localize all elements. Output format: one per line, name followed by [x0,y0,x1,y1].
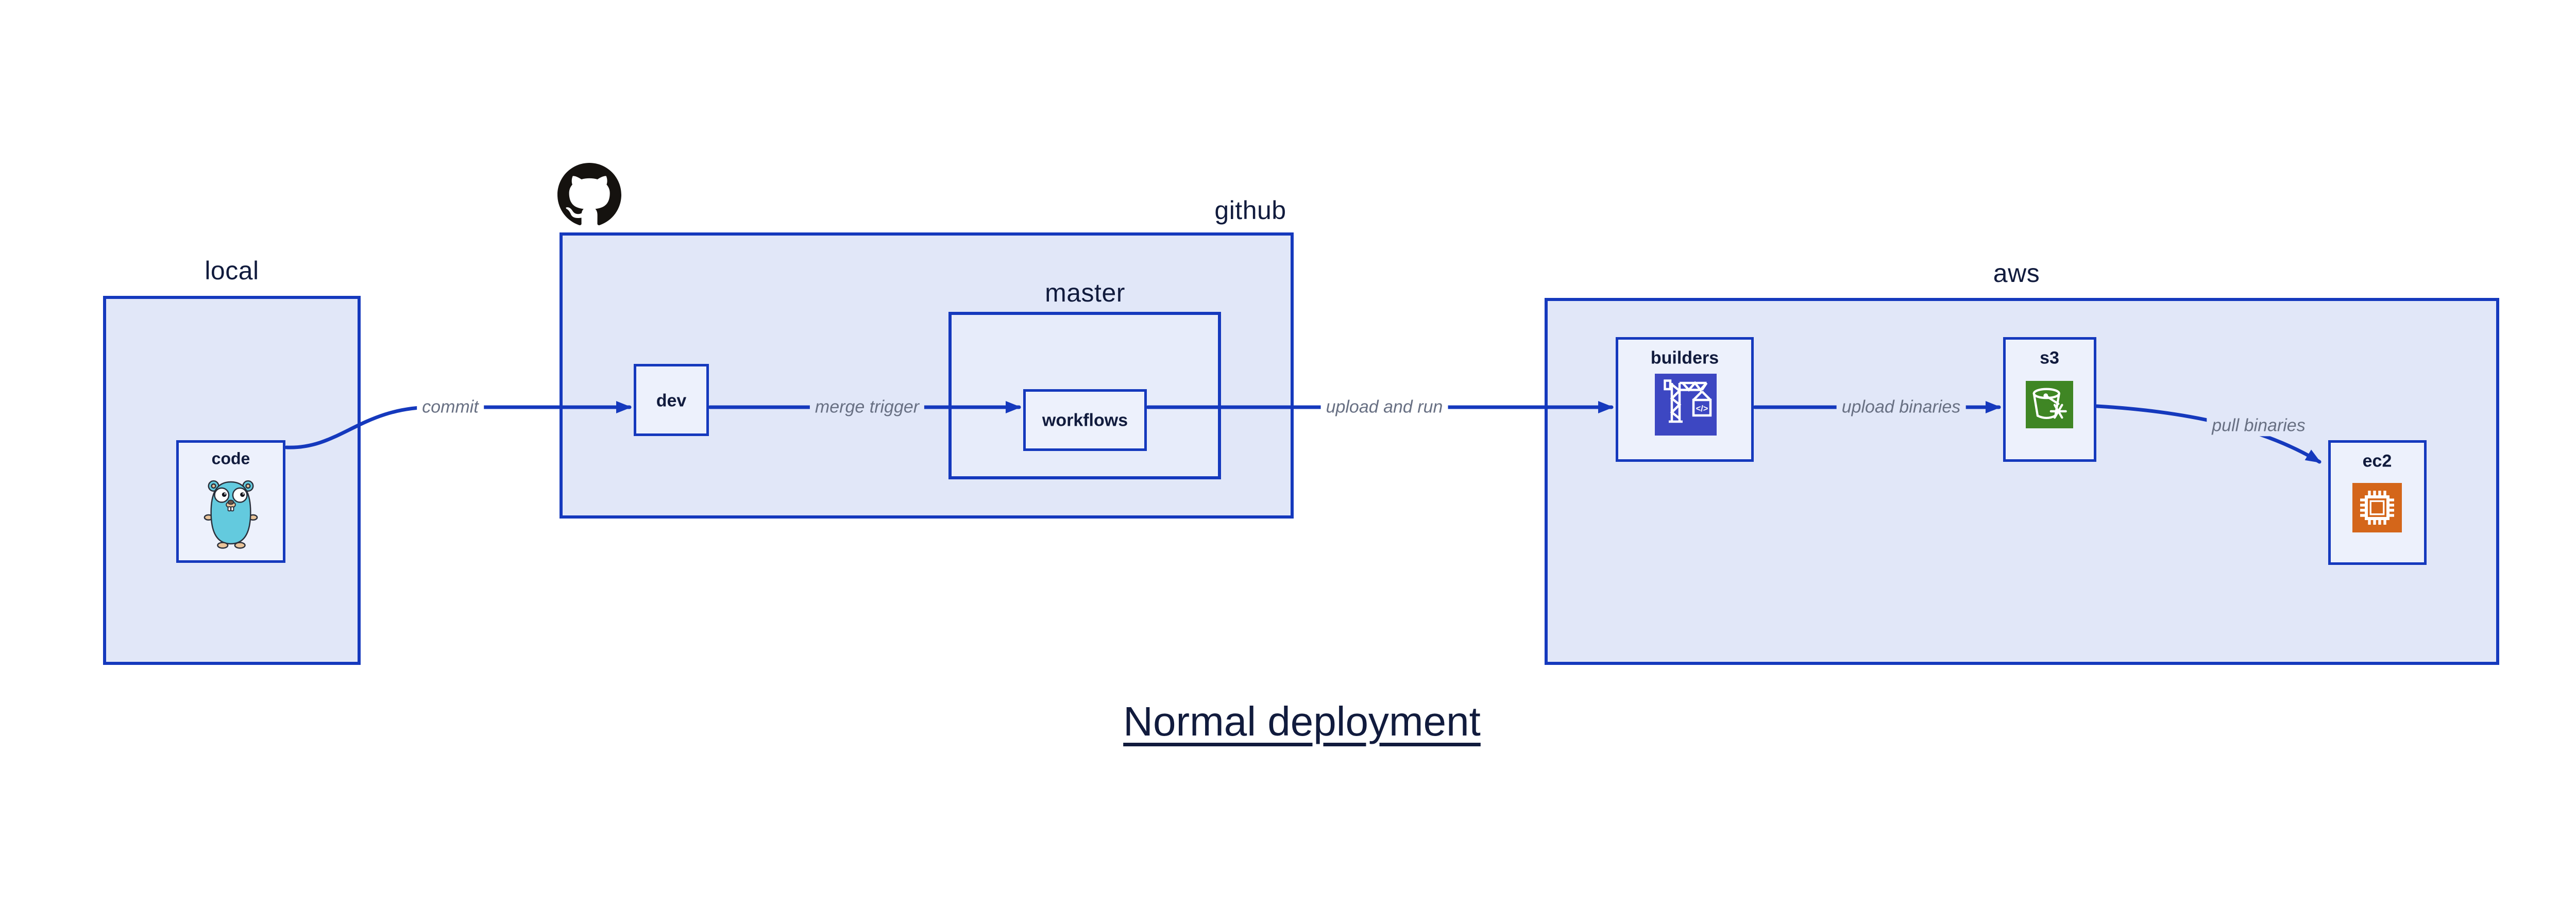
edge-label-merge-trigger: merge trigger [809,396,925,418]
node-builders-label: builders [1650,348,1719,368]
s3-bucket-snowflake-icon [2026,381,2073,428]
builders-icon-glyph: </> [1696,404,1708,413]
node-s3-label: s3 [2040,348,2059,368]
edge-label-commit: commit [417,396,484,418]
node-ec2-label: ec2 [2362,451,2392,471]
github-octocat-icon [557,163,621,227]
node-dev-label: dev [656,391,687,411]
edge-label-upload-and-run: upload and run [1320,396,1448,418]
edge-label-upload-binaries: upload binaries [1836,396,1966,418]
node-dev [634,364,709,436]
group-local-label: local [205,256,259,285]
diagram-title: Normal deployment [1123,698,1481,744]
codebuild-crane-icon: </> [1655,374,1717,436]
ec2-chip-icon [2352,483,2402,532]
node-workflows [1023,389,1147,451]
edge-label-pull-binaries: pull binaries [2207,415,2311,437]
group-master-label: master [1045,278,1125,307]
go-gopher-icon [200,476,261,551]
edge-commit-path [284,401,632,449]
group-aws-label: aws [1993,259,2040,288]
group-github-label: github [1214,196,1286,225]
node-code-label: code [211,449,250,468]
node-workflows-label: workflows [1042,410,1128,430]
